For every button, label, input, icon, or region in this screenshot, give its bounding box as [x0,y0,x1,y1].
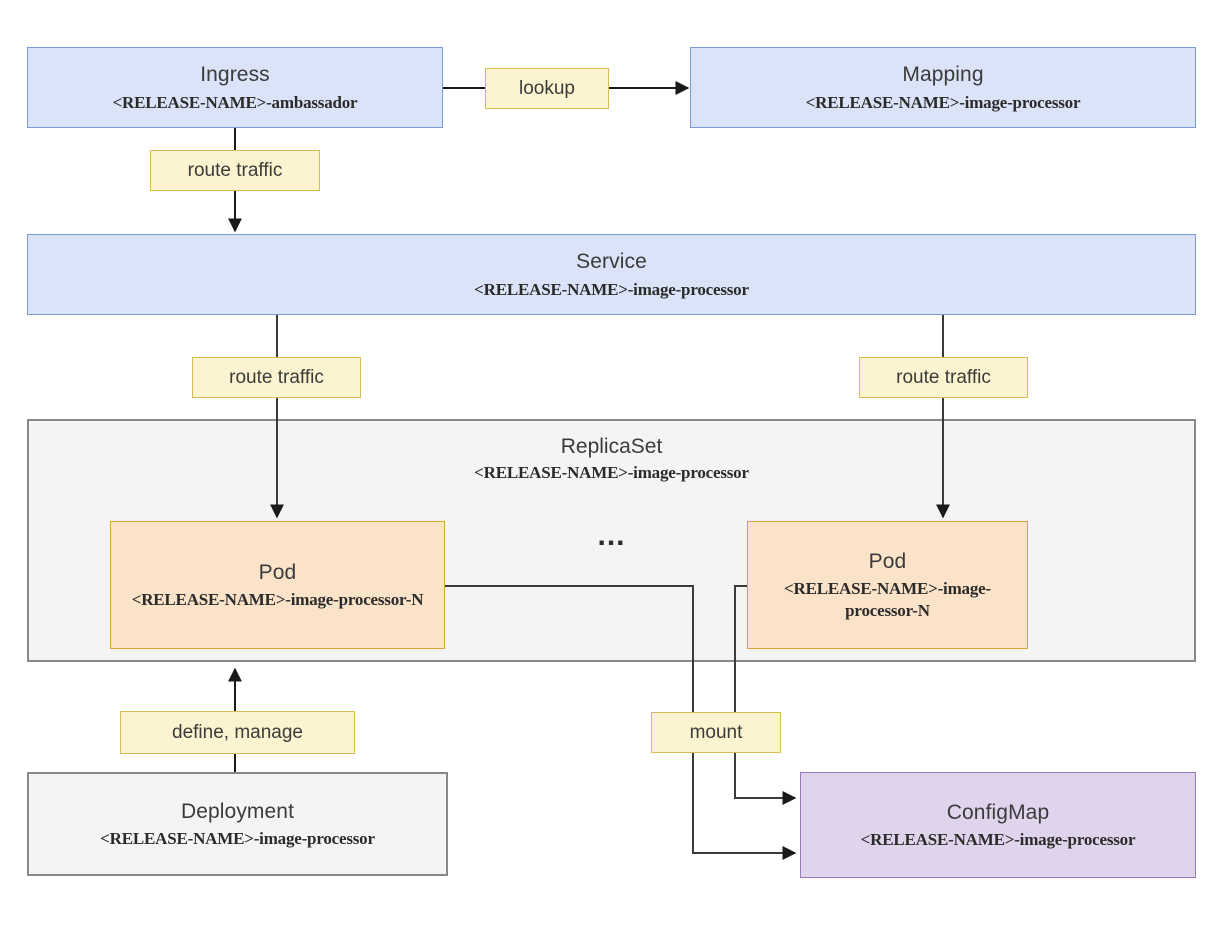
edge-label-define-manage[interactable]: define, manage [120,711,355,754]
pod-ellipsis: ... [597,519,626,552]
edge-label-route-traffic-pod-left[interactable]: route traffic [192,357,361,398]
edge-label-route-traffic-pod-right[interactable]: route traffic [859,357,1028,398]
node-mapping-subtitle: <RELEASE-NAME>-image-processor [805,92,1081,112]
node-pod-right[interactable]: Pod <RELEASE-NAME>-image-processor-N [747,521,1028,649]
group-replicaset-title: ReplicaSet [560,435,663,458]
node-pod-left-subtitle: <RELEASE-NAME>-image-processor-N [131,590,424,609]
node-mapping[interactable]: Mapping <RELEASE-NAME>-image-processor [690,47,1196,128]
node-configmap[interactable]: ConfigMap <RELEASE-NAME>-image-processor [800,772,1196,878]
edge-label-lookup[interactable]: lookup [485,68,609,109]
node-mapping-title: Mapping [902,63,984,87]
node-ingress-title: Ingress [200,63,270,87]
node-deployment-title: Deployment [180,799,295,823]
node-configmap-title: ConfigMap [946,800,1050,824]
node-configmap-subtitle: <RELEASE-NAME>-image-processor [860,830,1136,849]
node-ingress[interactable]: Ingress <RELEASE-NAME>-ambassador [27,47,443,128]
edge-label-mount[interactable]: mount [651,712,781,753]
group-replicaset-subtitle: <RELEASE-NAME>-image-processor [474,463,749,482]
node-service-subtitle: <RELEASE-NAME>-image-processor [474,279,749,299]
node-deployment[interactable]: Deployment <RELEASE-NAME>-image-processo… [27,772,448,876]
node-pod-left[interactable]: Pod <RELEASE-NAME>-image-processor-N [110,521,445,649]
group-replicaset-label: ReplicaSet <RELEASE-NAME>-image-processo… [29,435,1194,483]
node-service[interactable]: Service <RELEASE-NAME>-image-processor [27,234,1196,315]
node-service-title: Service [576,250,647,274]
node-pod-right-title: Pod [868,550,907,574]
node-ingress-subtitle: <RELEASE-NAME>-ambassador [112,92,358,112]
node-deployment-subtitle: <RELEASE-NAME>-image-processor [100,829,375,848]
edge-label-route-traffic-ingress[interactable]: route traffic [150,150,320,191]
node-pod-left-title: Pod [258,560,297,584]
node-pod-right-subtitle: <RELEASE-NAME>-image-processor-N [784,579,991,620]
